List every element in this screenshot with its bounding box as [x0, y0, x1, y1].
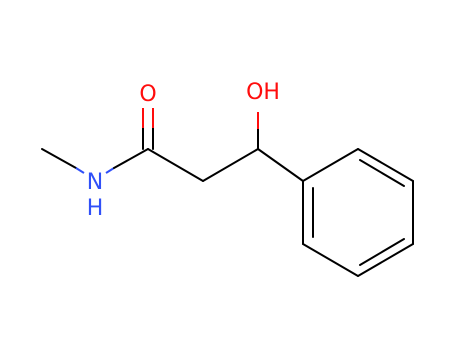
atom-label-oh: OH — [246, 80, 280, 105]
atom-label-o-carbonyl: O — [139, 82, 156, 107]
bond-carbonyl-double — [142, 108, 154, 150]
atom-label-h: H — [87, 196, 104, 221]
bond-methyl-n — [41, 148, 85, 174]
bond-carbonyl-ch2 — [147, 148, 204, 182]
bond-n-carbonyl — [105, 148, 149, 174]
atom-label-n: N — [87, 170, 103, 195]
phenyl-ring — [302, 148, 414, 277]
bond-ch2-choh — [202, 148, 259, 182]
bond-c-phenyl — [257, 148, 304, 182]
